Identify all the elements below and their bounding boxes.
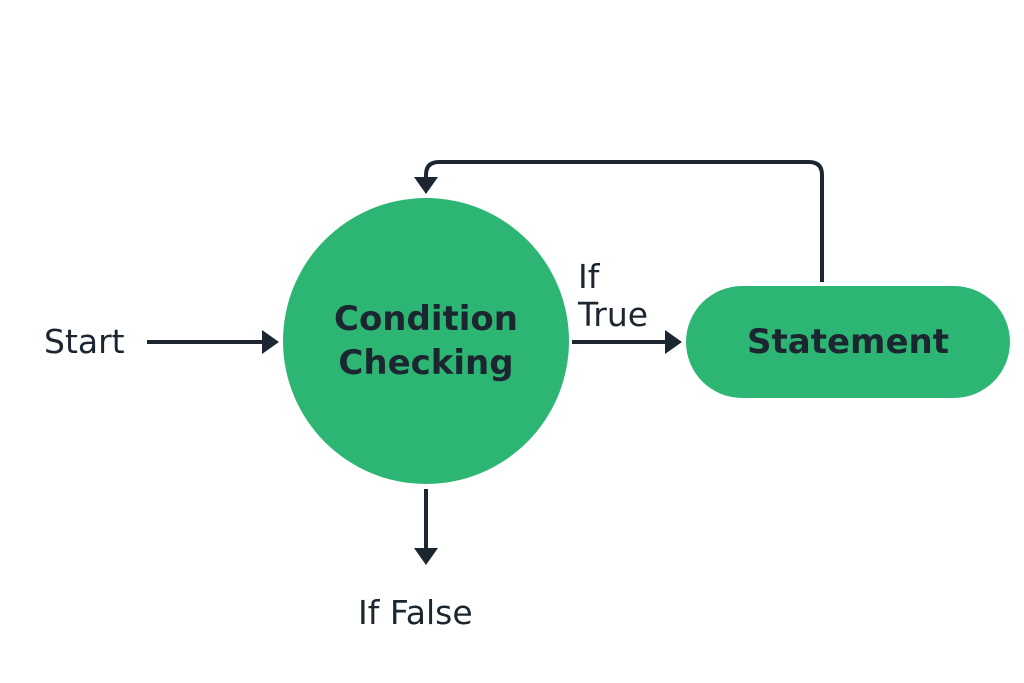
if-true-label-line2: True <box>578 295 649 334</box>
arrowhead-loop <box>414 177 438 194</box>
statement-node-label: Statement <box>747 322 949 362</box>
arrowhead-true <box>665 330 682 354</box>
condition-checking-node: Condition Checking <box>283 198 569 484</box>
start-label: Start <box>44 322 125 361</box>
condition-node-line1: Condition <box>334 299 518 339</box>
arrowhead-start <box>262 330 279 354</box>
if-true-label-line1: If <box>578 257 600 296</box>
loop-back-connector <box>424 160 824 282</box>
if-false-label: If False <box>358 593 473 632</box>
arrowhead-false <box>414 548 438 565</box>
statement-node: Statement <box>686 286 1010 398</box>
condition-node-line2: Checking <box>338 343 514 383</box>
